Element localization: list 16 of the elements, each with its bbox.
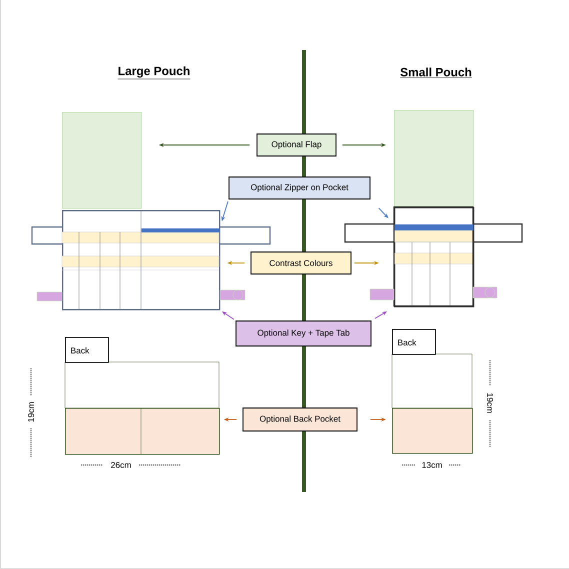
- callout-box: Optional Flap: [256, 134, 336, 156]
- heading: Small Pouch: [400, 68, 472, 78]
- callout-box: Contrast Colours: [250, 252, 352, 274]
- back-tab: Back: [392, 329, 436, 355]
- flap: [394, 110, 474, 207]
- zipper: [141, 228, 220, 232]
- heading: Large Pouch: [118, 66, 190, 80]
- dimension-label: 19cm: [28, 402, 34, 422]
- dimension-label: 19cm: [487, 393, 493, 413]
- back-pocket: [65, 408, 220, 455]
- callout-box: Optional Zipper on Pocket: [228, 176, 370, 200]
- back-tab: Back: [65, 337, 109, 363]
- callout-box: Optional Back Pocket: [242, 408, 358, 432]
- flap: [62, 112, 142, 209]
- callout-box: Optional Key + Tape Tab: [236, 320, 372, 346]
- back-pocket: [392, 408, 473, 454]
